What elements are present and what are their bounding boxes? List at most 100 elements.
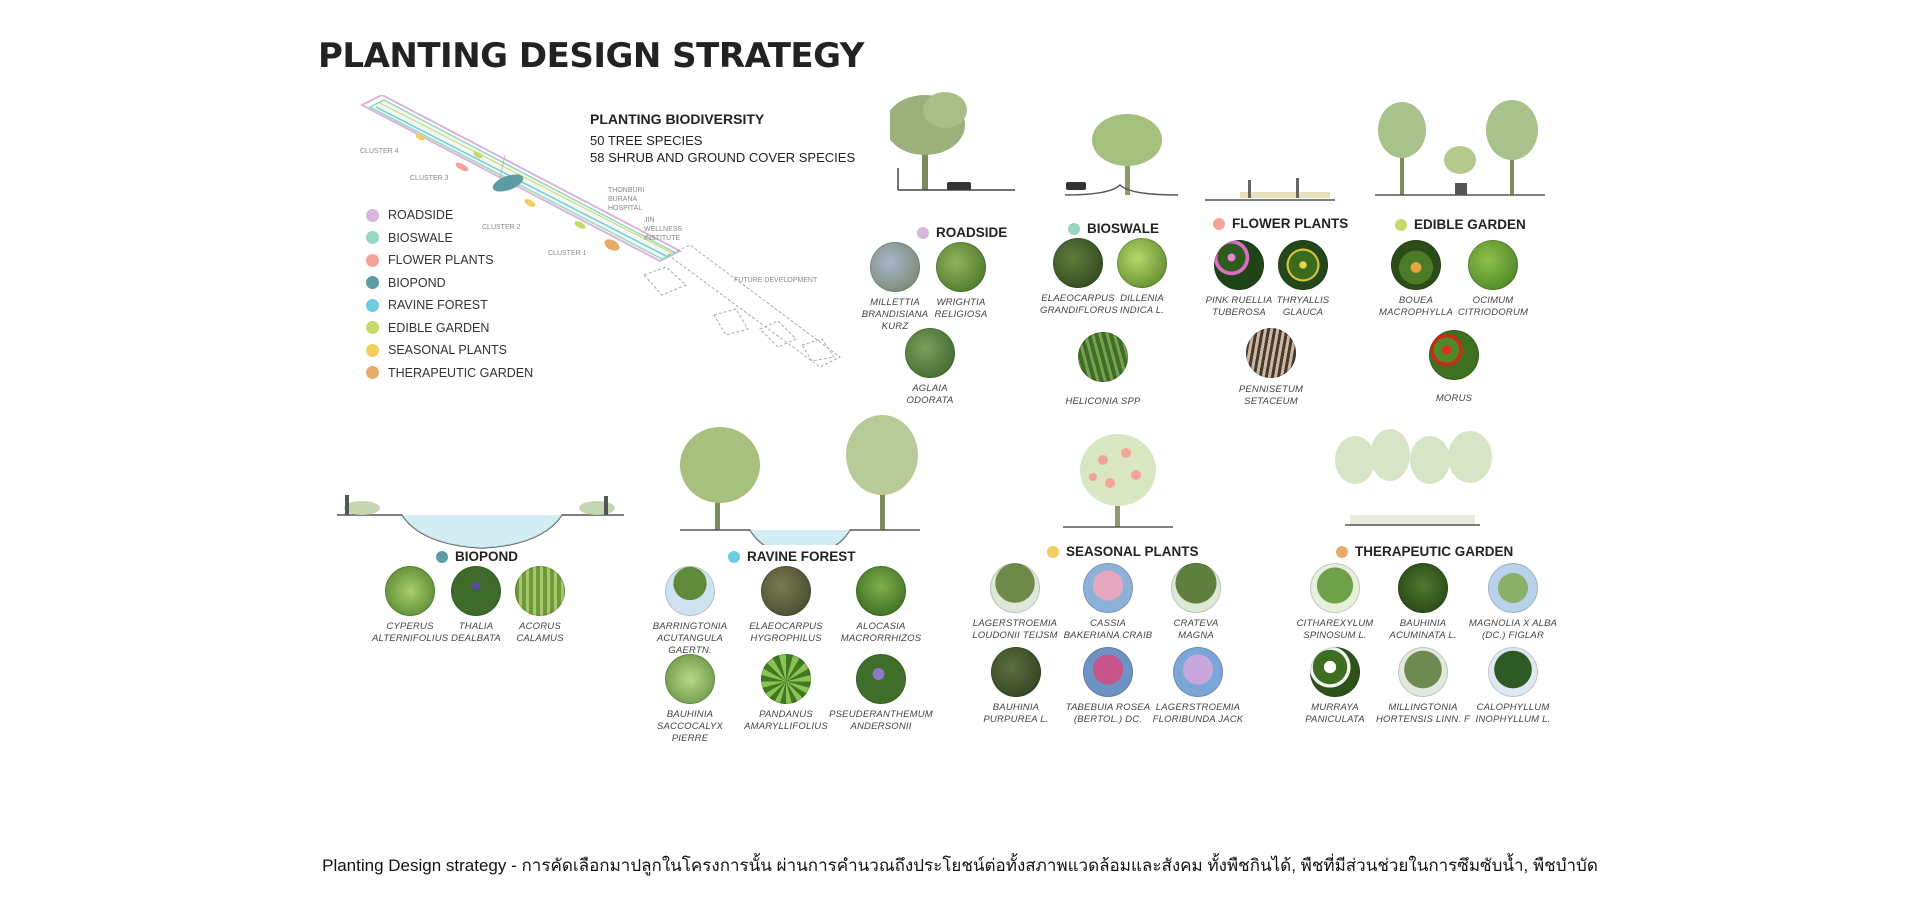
species-photo (1246, 328, 1296, 378)
ravine-forest-section-illustration (680, 415, 920, 545)
species-photo (1083, 647, 1133, 697)
species-photo (761, 566, 811, 616)
species-photo (1214, 240, 1264, 290)
future-development-plots (643, 244, 841, 368)
species-photo (1173, 647, 1223, 697)
category-edible-garden-heading: EDIBLE GARDEN (1395, 217, 1526, 232)
species-magnolia-alba: MAGNOLIA X ALBA(DC.) FIGLAR (1460, 563, 1566, 642)
category-seasonal-plants-heading: SEASONAL PLANTS (1047, 544, 1199, 559)
legend-dot (366, 366, 379, 380)
legend-item-edible-garden: EDIBLE GARDEN (366, 317, 533, 340)
biopond-section-illustration (337, 495, 624, 549)
biodiversity-heading: PLANTING BIODIVERSITY (590, 111, 765, 127)
species-photo (1117, 238, 1167, 288)
species-photo (761, 654, 811, 704)
species-photo (991, 647, 1041, 697)
cluster-2-label: CLUSTER 2 (482, 224, 521, 231)
bioswale-section-illustration (1064, 114, 1179, 196)
species-photo (1468, 240, 1518, 290)
legend: ROADSIDE BIOSWALE FLOWER PLANTS BIOPOND … (366, 204, 533, 384)
species-photo (1053, 238, 1103, 288)
legend-dot (366, 298, 379, 312)
seasonal-plants-section-illustration (1063, 434, 1173, 528)
species-photo (936, 242, 986, 292)
category-bioswale-heading: BIOSWALE (1068, 221, 1159, 236)
edible-garden-section-illustration (1375, 100, 1545, 196)
species-morus: MORUS (1416, 330, 1492, 405)
legend-item-therapeutic-garden: THERAPEUTIC GARDEN (366, 362, 533, 385)
legend-item-roadside: ROADSIDE (366, 204, 533, 227)
legend-dot (366, 253, 379, 267)
institute-label-3: INSTITUTE (644, 235, 680, 242)
species-heliconia-spp: HELICONIA SPP (1065, 332, 1141, 408)
category-dot (1336, 545, 1348, 558)
species-photo (385, 566, 435, 616)
species-photo (515, 566, 565, 616)
hospital-label-3: HOSPITAL (608, 205, 642, 212)
hospital-label-2: BURANA (608, 196, 638, 203)
category-dot (1395, 218, 1407, 231)
species-photo (1398, 647, 1448, 697)
legend-item-flower-plants: FLOWER PLANTS (366, 249, 533, 272)
category-ravine-forest-heading: RAVINE FOREST (728, 549, 856, 564)
species-photo (665, 654, 715, 704)
category-therapeutic-garden-heading: THERAPEUTIC GARDEN (1336, 544, 1513, 559)
site-plan-strip (359, 95, 683, 263)
species-photo (665, 566, 715, 616)
species-photo (1310, 647, 1360, 697)
tree-species-count: 50 TREE SPECIES (590, 133, 703, 148)
roadside-section-illustration (890, 92, 1015, 191)
category-dot (728, 550, 740, 563)
category-dot (1047, 545, 1059, 558)
legend-dot (366, 343, 379, 357)
species-photo (870, 242, 920, 292)
species-photo (1083, 563, 1133, 613)
category-roadside-heading: ROADSIDE (917, 225, 1007, 240)
legend-dot (366, 321, 379, 335)
future-development-label: FUTURE DEVELOPMENT (734, 277, 818, 284)
species-photo (1078, 332, 1128, 382)
species-photo (1398, 563, 1448, 613)
institute-label-1: JIN (644, 217, 655, 224)
legend-item-biopond: BIOPOND (366, 272, 533, 295)
institute-label-2: WELLNESS (644, 226, 682, 233)
category-biopond-heading: BIOPOND (436, 549, 518, 564)
shrub-species-count: 58 SHRUB AND GROUND COVER SPECIES (590, 150, 856, 165)
species-photo (1488, 563, 1538, 613)
species-photo (1391, 240, 1441, 290)
therapeutic-garden-section-illustration (1335, 429, 1492, 526)
category-dot (1213, 217, 1225, 230)
species-photo (1488, 647, 1538, 697)
legend-dot (366, 208, 379, 222)
species-photo (856, 566, 906, 616)
species-photo (990, 563, 1040, 613)
cluster-3-label: CLUSTER 3 (410, 175, 449, 182)
category-flower-plants-heading: FLOWER PLANTS (1213, 216, 1348, 231)
species-photo (856, 654, 906, 704)
species-photo (905, 328, 955, 378)
species-photo (451, 566, 501, 616)
species-photo (1171, 563, 1221, 613)
page-title: PLANTING DESIGN STRATEGY (318, 36, 864, 76)
biodiversity-block: PLANTING BIODIVERSITY 50 TREE SPECIES 58… (590, 111, 855, 165)
